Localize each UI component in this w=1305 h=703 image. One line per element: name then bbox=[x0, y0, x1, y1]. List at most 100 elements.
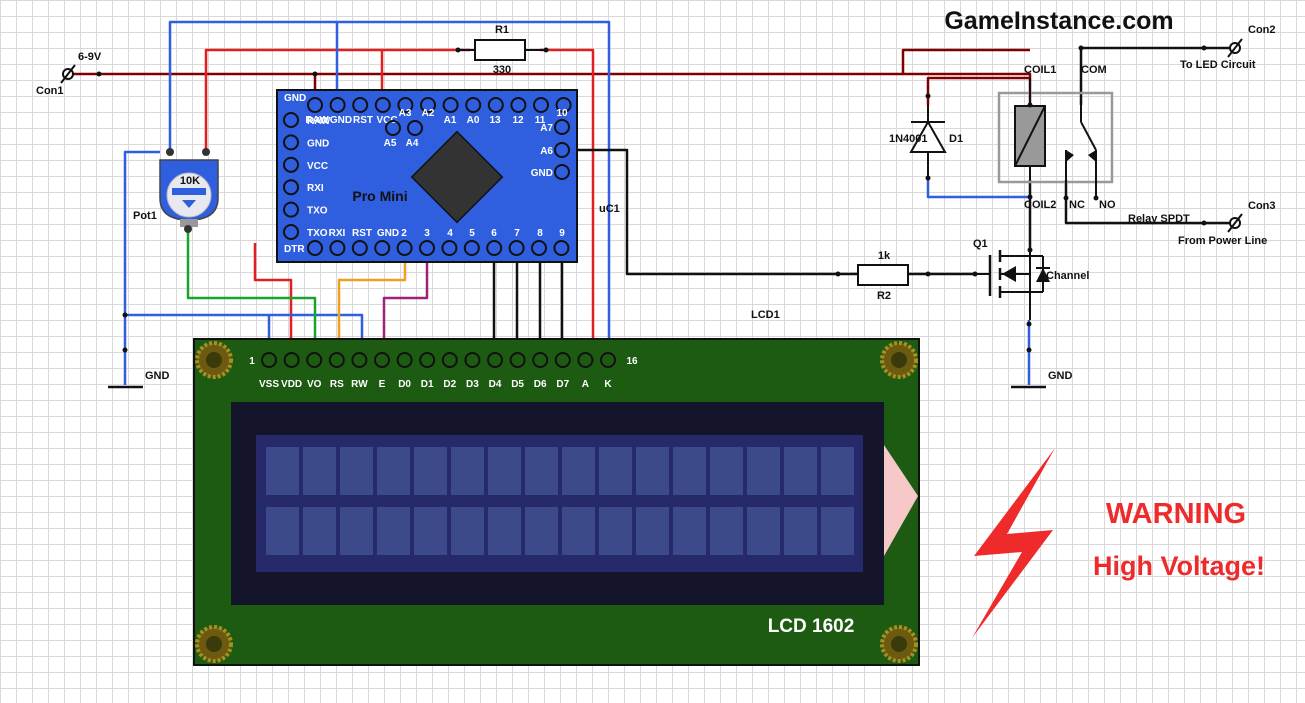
lcd-pin bbox=[577, 352, 594, 368]
lcd-model: LCD 1602 bbox=[768, 616, 855, 637]
mcu-top-pin-label: 12 bbox=[512, 115, 524, 126]
mcu-inner-pin bbox=[385, 120, 401, 136]
lcd-pin bbox=[283, 352, 300, 368]
mcu-bottom-pin bbox=[307, 240, 323, 256]
relay-com: COM bbox=[1081, 64, 1107, 76]
lcd-char-cell bbox=[451, 447, 484, 495]
mcu-right-pin bbox=[554, 164, 570, 180]
mcu-top-pin bbox=[510, 97, 527, 113]
lcd-pin bbox=[328, 352, 345, 368]
mcu-bottom-pin bbox=[396, 240, 413, 256]
lcd-pin bbox=[261, 352, 277, 368]
lcd-backlight-tab bbox=[884, 445, 918, 556]
lcd-char-cell bbox=[525, 507, 558, 555]
con1-label: Con1 bbox=[36, 85, 64, 97]
lcd-pin-label: D6 bbox=[534, 379, 547, 390]
mcu-left-pin-label: TXO bbox=[307, 206, 328, 217]
lcd-char-cell bbox=[266, 507, 299, 555]
mcu-top-pin-row bbox=[307, 97, 572, 113]
diode-ref: D1 bbox=[949, 133, 963, 145]
lcd-pin-label: VDD bbox=[281, 379, 302, 390]
mcu-left-pin bbox=[283, 112, 299, 128]
con2-label: Con2 bbox=[1248, 24, 1276, 36]
diode-d1: 1N4001 D1 bbox=[889, 93, 963, 181]
lcd-char-cell bbox=[636, 447, 669, 495]
relay-coil1: COIL1 bbox=[1024, 64, 1056, 76]
lcd-ref: LCD1 bbox=[751, 309, 780, 321]
gnd-label-left: GND bbox=[145, 370, 170, 382]
mcu-right-pin-label: A6 bbox=[540, 146, 553, 157]
relay-no: NO bbox=[1099, 199, 1116, 211]
lcd-char-cell bbox=[710, 447, 743, 495]
gnd-wire-left bbox=[123, 150, 160, 385]
lcd-pin bbox=[351, 352, 368, 368]
mcu-top-pin-label: 11 bbox=[535, 115, 546, 126]
wires bbox=[68, 20, 1235, 385]
relay-coil2: COIL2 bbox=[1024, 199, 1056, 211]
mcu-bottom-pin-label: GND bbox=[377, 228, 399, 239]
mcu-inner-pin-label: A4 bbox=[406, 138, 419, 149]
lcd-pin-label: E bbox=[379, 379, 386, 390]
lcd-pin-label: D3 bbox=[466, 379, 479, 390]
mcu-top-pin bbox=[555, 97, 572, 113]
lcd-char-cell bbox=[673, 447, 706, 495]
mcu-board-name: Pro Mini bbox=[352, 188, 407, 204]
mcu-top-pin-label: A2 bbox=[422, 108, 435, 119]
lcd-char-cell bbox=[599, 507, 632, 555]
mosfet-ref: Q1 bbox=[973, 238, 988, 250]
contrast-wire bbox=[186, 230, 317, 360]
lcd-char-cell bbox=[266, 447, 299, 495]
lcd-pin bbox=[532, 352, 549, 368]
lcd-char-cell bbox=[636, 507, 669, 555]
lcd-pin-label: D2 bbox=[443, 379, 456, 390]
lcd-pin bbox=[396, 352, 413, 368]
mcu-left-pin bbox=[283, 201, 299, 218]
rs-wire bbox=[337, 248, 407, 360]
diode-top-wire bbox=[926, 76, 1030, 105]
mcu-bottom-pin bbox=[351, 240, 368, 256]
mosfet-q1: Q1 Channel bbox=[973, 238, 1089, 320]
con1-voltage: 6-9V bbox=[78, 51, 102, 63]
mcu-bottom-pin bbox=[441, 240, 458, 256]
lcd-pin bbox=[464, 352, 481, 368]
lcd-pin bbox=[600, 352, 616, 368]
mcu-left-pin bbox=[283, 156, 299, 173]
mcu-bottom-pin-label: 7 bbox=[514, 228, 520, 239]
warning-subtitle: High Voltage! bbox=[1093, 551, 1265, 581]
lcd-char-cell bbox=[673, 507, 706, 555]
mosfet-type: Channel bbox=[1046, 270, 1089, 282]
ground-symbol-right: GND bbox=[1011, 370, 1073, 389]
mcu-top-pin-label: 10 bbox=[556, 108, 568, 119]
mcu-bottom-pin bbox=[463, 240, 480, 256]
con3-desc: From Power Line bbox=[1178, 235, 1267, 247]
lcd-pin-label: RS bbox=[330, 379, 344, 390]
mcu-top-left-label: GND bbox=[284, 93, 306, 104]
mcu-bottom-pin-label: 5 bbox=[469, 228, 475, 239]
diode-bottom-wire bbox=[926, 178, 1030, 199]
lcd-character-cells bbox=[266, 447, 854, 555]
mcu-top-pin bbox=[487, 97, 504, 113]
mcu-bottom-pin-label: 3 bbox=[424, 228, 430, 239]
lcd-char-cell bbox=[599, 447, 632, 495]
lcd-pin-first: 1 bbox=[249, 356, 255, 367]
lcd-pin bbox=[509, 352, 526, 368]
mcu-bottom-pin bbox=[486, 240, 503, 256]
lcd-char-cell bbox=[747, 447, 780, 495]
lcd-pin-label: VSS bbox=[259, 379, 279, 390]
gnd-wire-top bbox=[168, 20, 611, 360]
lcd-char-cell bbox=[414, 447, 447, 495]
mcu-top-pin bbox=[329, 97, 346, 113]
lcd-pin-label: VO bbox=[307, 379, 322, 390]
lcd-pin-label: D5 bbox=[511, 379, 524, 390]
mcu-top-pin bbox=[420, 97, 436, 113]
lcd-char-cell bbox=[821, 447, 854, 495]
mcu-top-pin bbox=[533, 97, 549, 113]
warning-block: WARNING High Voltage! bbox=[972, 448, 1265, 638]
lcd-vdd-wire bbox=[253, 243, 293, 360]
mcu-top-pin bbox=[374, 97, 391, 113]
